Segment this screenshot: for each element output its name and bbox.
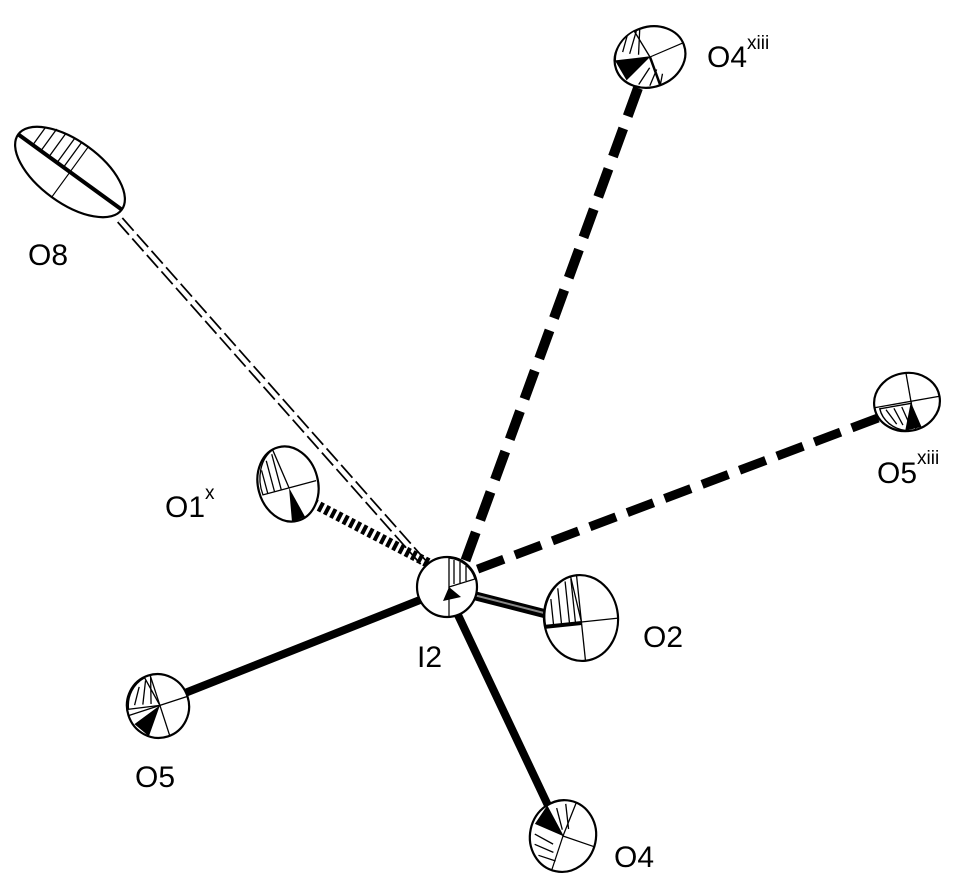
label-o4xiii: O4xiii bbox=[707, 33, 769, 74]
label-o5xiii-superscript: xiii bbox=[917, 448, 939, 469]
bond-i2-o4 bbox=[454, 613, 557, 818]
atom-o4xiii-ellipsoid bbox=[613, 25, 687, 89]
atom-o2-ellipsoid bbox=[542, 573, 620, 663]
label-o1x: O1x bbox=[165, 483, 215, 524]
label-o5xiii: O5xiii bbox=[877, 448, 939, 490]
bonds bbox=[117, 86, 880, 818]
label-i2: I2 bbox=[417, 641, 442, 674]
bond-i2-o1x bbox=[285, 485, 435, 570]
bond-i2-o8 bbox=[117, 217, 433, 573]
labels: O8 O4xiii O5xiii O1x O2 I2 O5 O4 bbox=[28, 33, 939, 874]
atom-i2-ellipsoid bbox=[415, 555, 479, 619]
label-o1x-superscript: x bbox=[205, 483, 215, 504]
bond-i2-o4xiii bbox=[457, 86, 643, 572]
label-o8: O8 bbox=[28, 239, 68, 272]
atom-o5xiii-ellipsoid bbox=[873, 371, 941, 433]
atom-o5-ellipsoid bbox=[125, 672, 191, 740]
label-o5: O5 bbox=[135, 761, 175, 794]
label-o4xiii-superscript: xiii bbox=[747, 33, 769, 54]
atom-o8-ellipsoid bbox=[14, 125, 126, 219]
atom-o4-ellipsoid bbox=[528, 799, 598, 873]
atoms bbox=[14, 25, 941, 873]
bond-i2-o5xiii bbox=[468, 413, 880, 577]
atom-o1x-ellipsoid bbox=[256, 445, 320, 523]
bond-i2-o5 bbox=[183, 594, 427, 697]
label-o2: O2 bbox=[643, 621, 683, 654]
label-o4: O4 bbox=[614, 841, 654, 874]
